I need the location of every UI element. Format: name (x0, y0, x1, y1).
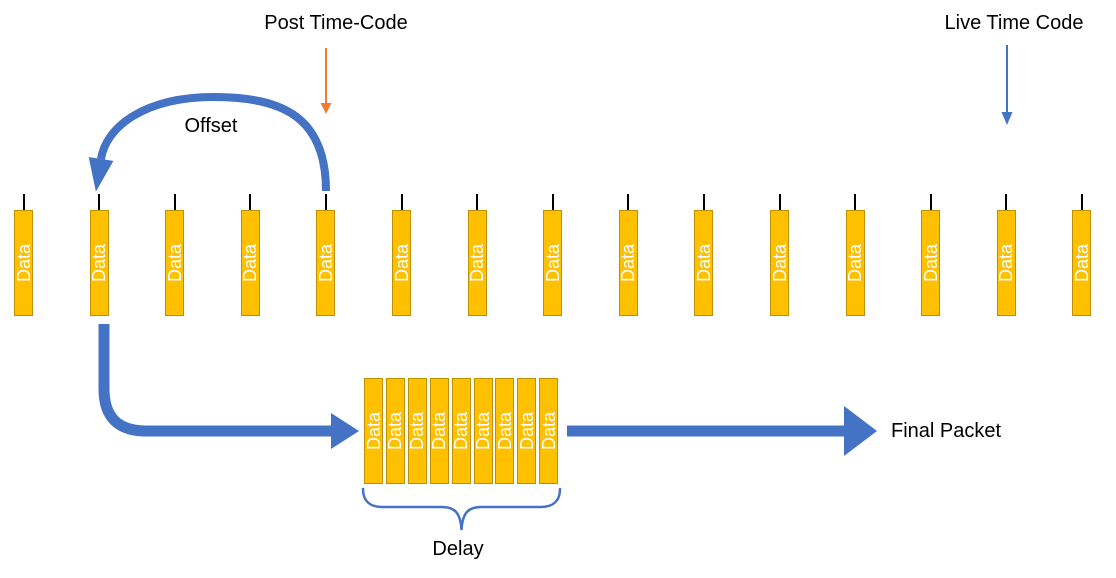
buffered-data-packet: Data (363, 378, 384, 484)
delay-brace (361, 487, 562, 531)
final-arrowhead-icon (844, 406, 877, 456)
timecode-tick (1005, 194, 1008, 210)
data-packet-label: Data (516, 411, 537, 451)
post-time-code-label: Post Time-Code (264, 12, 408, 34)
buffered-data-packet: Data (494, 378, 515, 484)
timecode-tick (854, 194, 857, 210)
timeline-data-packet: Data (845, 210, 865, 316)
timeline-data-packet: Data (240, 210, 260, 316)
post-timecode-arrow (320, 48, 332, 114)
buffered-data-packet: Data (538, 378, 559, 484)
offset-label: Offset (184, 115, 238, 137)
timeline-data-packet: Data (14, 210, 34, 316)
offset-arrowhead-icon (88, 157, 114, 192)
post-arrowhead-icon (320, 103, 332, 114)
final-packet-label: Final Packet (891, 420, 1002, 442)
data-packet-label: Data (473, 411, 493, 451)
timecode-tick (476, 194, 479, 210)
timecode-tick (400, 194, 403, 210)
data-packet-label: Data (407, 411, 428, 451)
timeline-data-packet: Data (996, 210, 1016, 316)
timecode-tick (627, 194, 630, 210)
timeline-data-packet: Data (467, 210, 487, 316)
timeline-data-packet: Data (694, 210, 714, 316)
data-packet-label: Data (385, 411, 406, 451)
timecode-tick (98, 194, 101, 210)
timeline-data-packet: Data (921, 210, 941, 316)
buffered-data-packet: Data (407, 378, 428, 484)
timecode-tick (702, 194, 705, 210)
delay-label: Delay (432, 538, 484, 560)
timecode-tick (22, 194, 25, 210)
data-packet-label: Data (538, 411, 559, 451)
timeline-data-packet: Data (770, 210, 790, 316)
timeline-data-packet: Data (1072, 210, 1092, 316)
data-packet-label: Data (494, 411, 515, 451)
timeline-data-packet: Data (165, 210, 185, 316)
live-timecode-arrow (1001, 45, 1013, 125)
timecode-tick (173, 194, 176, 210)
timeline-data-packet: Data (618, 210, 638, 316)
data-packet-label: Data (429, 411, 450, 451)
offset-arrow (88, 92, 330, 192)
final-packet-arrow (567, 406, 877, 456)
live-time-code-label: Live Time Code (944, 12, 1084, 34)
timeline-data-packet: Data (89, 210, 109, 316)
buffered-data-packet: Data (385, 378, 406, 484)
timecode-tick (1080, 194, 1083, 210)
timecode-tick (929, 194, 932, 210)
timecode-tick (778, 194, 781, 210)
live-arrowhead-icon (1001, 112, 1013, 125)
timecode-tick (551, 194, 554, 210)
timeline-data-packet: Data (392, 210, 412, 316)
buffered-data-packet: Data (451, 378, 472, 484)
reroute-arrowhead-icon (331, 413, 359, 449)
data-packet-label: Data (451, 411, 472, 451)
buffered-data-packet: Data (516, 378, 537, 484)
timeline-data-packet: Data (543, 210, 563, 316)
timecode-tick (249, 194, 252, 210)
data-packet-label: Data (363, 411, 384, 451)
buffered-data-packet: Data (429, 378, 450, 484)
timecode-tick (324, 194, 327, 210)
packet-reroute-arrow (98, 324, 359, 449)
timeline-data-packet: Data (316, 210, 336, 316)
buffered-data-packet: Data (473, 378, 493, 484)
